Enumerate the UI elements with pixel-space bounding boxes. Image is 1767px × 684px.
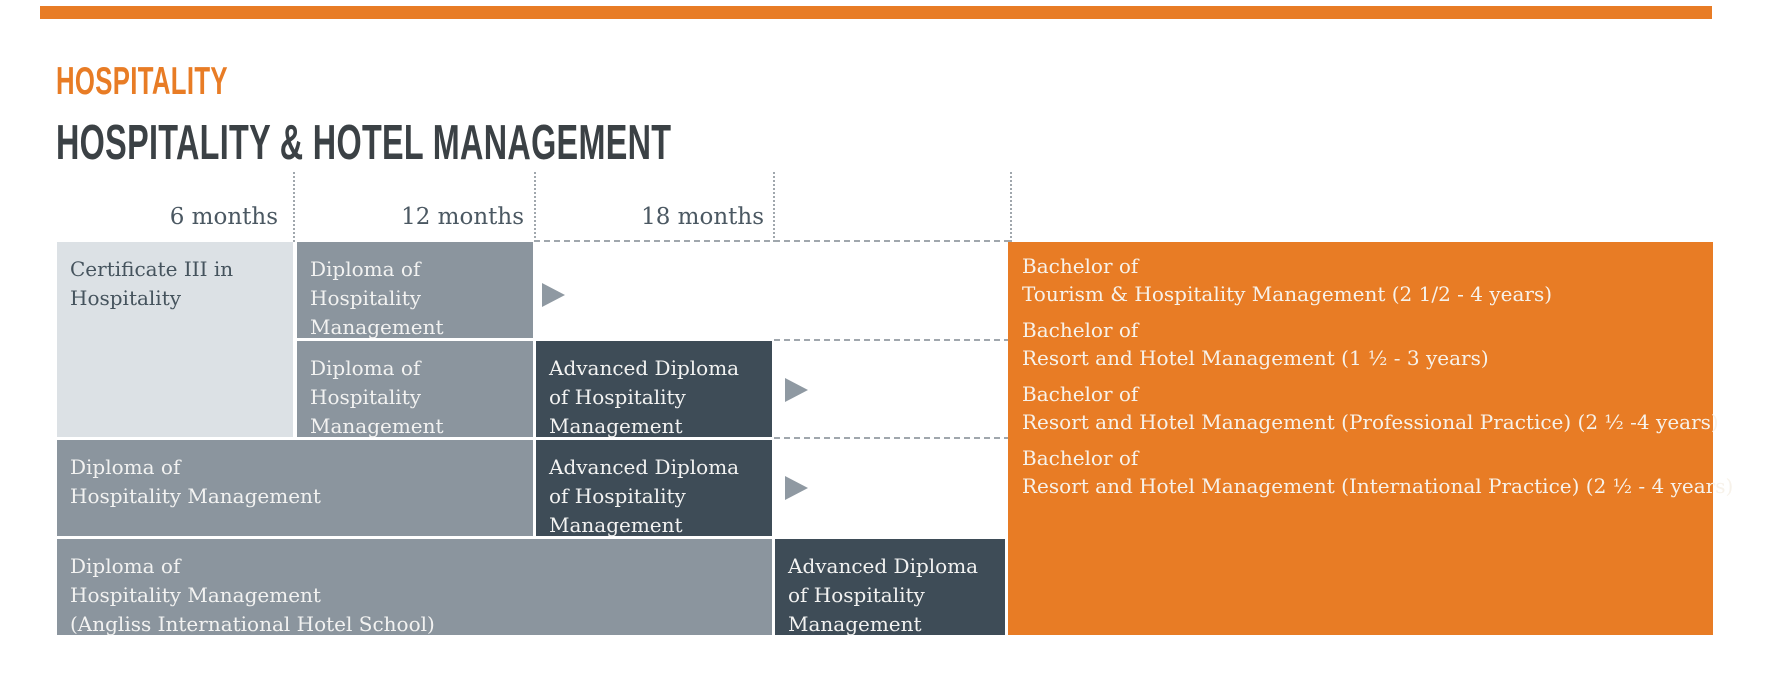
degree-line-1: Bachelor of <box>1022 318 1139 342</box>
box-text-line: Diploma of <box>70 455 181 479</box>
timeline-label-6-months: 6 months <box>169 204 278 230</box>
pathway-arrow-icon <box>785 476 808 500</box>
timeline-label-18-months: 18 months <box>641 204 764 230</box>
box-text-line: (Angliss International Hotel School) <box>70 612 435 636</box>
box-text-line: Management <box>788 612 922 636</box>
degree-entry: Bachelor of Resort and Hotel Management … <box>1022 380 1719 436</box>
degree-line-2: Tourism & Hospitality Management (2 1/2 … <box>1022 282 1553 306</box>
box-text-line: Management <box>310 315 444 339</box>
box-text-line: of Hospitality <box>549 385 686 409</box>
box-text-line: of Hospitality <box>788 583 925 607</box>
box-text-line: Diploma of <box>310 356 421 380</box>
timeline-divider-3 <box>773 172 775 242</box>
box-text-line: Advanced Diploma <box>788 554 979 578</box>
pathway-arrow-icon <box>785 378 808 402</box>
degree-line-1: Bachelor of <box>1022 446 1139 470</box>
dashed-line-grid-top <box>534 240 1010 242</box>
box-text-line: Certificate III in <box>70 257 234 281</box>
box-text-line: Management <box>549 513 683 537</box>
box-text-line: of Hospitality <box>549 484 686 508</box>
degree-line-2: Resort and Hotel Management (Professiona… <box>1022 410 1719 434</box>
category-title-text: HOSPITALITY <box>56 60 228 103</box>
degree-entry: Bachelor of Tourism & Hospitality Manage… <box>1022 252 1552 308</box>
box-advanced-diploma-row3: Advanced Diploma of Hospitality Manageme… <box>536 440 772 537</box>
degree-line-1: Bachelor of <box>1022 254 1139 278</box>
degree-entry: Bachelor of Resort and Hotel Management … <box>1022 444 1733 500</box>
box-diploma-hospitality-management-row2: Diploma of Hospitality Management <box>297 341 533 438</box>
box-text-line: Hospitality Management <box>70 583 321 607</box>
box-text-line: Hospitality <box>310 286 422 310</box>
box-text-line: Diploma of <box>310 257 421 281</box>
degree-entry: Bachelor of Resort and Hotel Management … <box>1022 316 1489 372</box>
dashed-line-row2-boundary <box>774 437 1010 439</box>
box-text-line: Management <box>310 414 444 438</box>
category-title: HOSPITALITY <box>56 62 316 102</box>
box-text-line: Diploma of <box>70 554 181 578</box>
box-certificate-iii-hospitality: Certificate III in Hospitality <box>57 242 293 437</box>
top-accent-bar <box>40 6 1712 19</box>
degree-line-2: Resort and Hotel Management (1 ½ - 3 yea… <box>1022 346 1489 370</box>
page-title: HOSPITALITY & HOTEL MANAGEMENT <box>56 118 988 168</box>
pathway-arrow-icon <box>542 283 565 307</box>
dashed-line-row1-boundary <box>774 339 1010 341</box>
box-text-line: Management <box>549 414 683 438</box>
bachelor-degrees-panel: Bachelor of Tourism & Hospitality Manage… <box>1008 242 1733 635</box>
timeline-label-12-months: 12 months <box>401 204 524 230</box>
degree-line-2: Resort and Hotel Management (Internation… <box>1022 474 1734 498</box>
box-diploma-angliss-row4: Diploma of Hospitality Management (Angli… <box>57 539 772 636</box>
box-text-line: Hospitality <box>310 385 422 409</box>
box-advanced-diploma-row2: Advanced Diploma of Hospitality Manageme… <box>536 341 772 438</box>
timeline-divider-4 <box>1010 172 1012 242</box>
box-diploma-hospitality-management-row1: Diploma of Hospitality Management <box>297 242 533 339</box>
timeline-divider-1 <box>293 172 295 242</box>
box-diploma-hospitality-management-row3: Diploma of Hospitality Management <box>57 440 533 536</box>
box-text-line: Advanced Diploma <box>549 455 740 479</box>
page-title-text: HOSPITALITY & HOTEL MANAGEMENT <box>56 116 672 170</box>
timeline-divider-2 <box>534 172 536 242</box>
box-text-line: Hospitality <box>70 286 182 310</box>
box-advanced-diploma-row4: Advanced Diploma of Hospitality Manageme… <box>775 539 1005 636</box>
degree-line-1: Bachelor of <box>1022 382 1139 406</box>
box-text-line: Hospitality Management <box>70 484 321 508</box>
box-text-line: Advanced Diploma <box>549 356 740 380</box>
